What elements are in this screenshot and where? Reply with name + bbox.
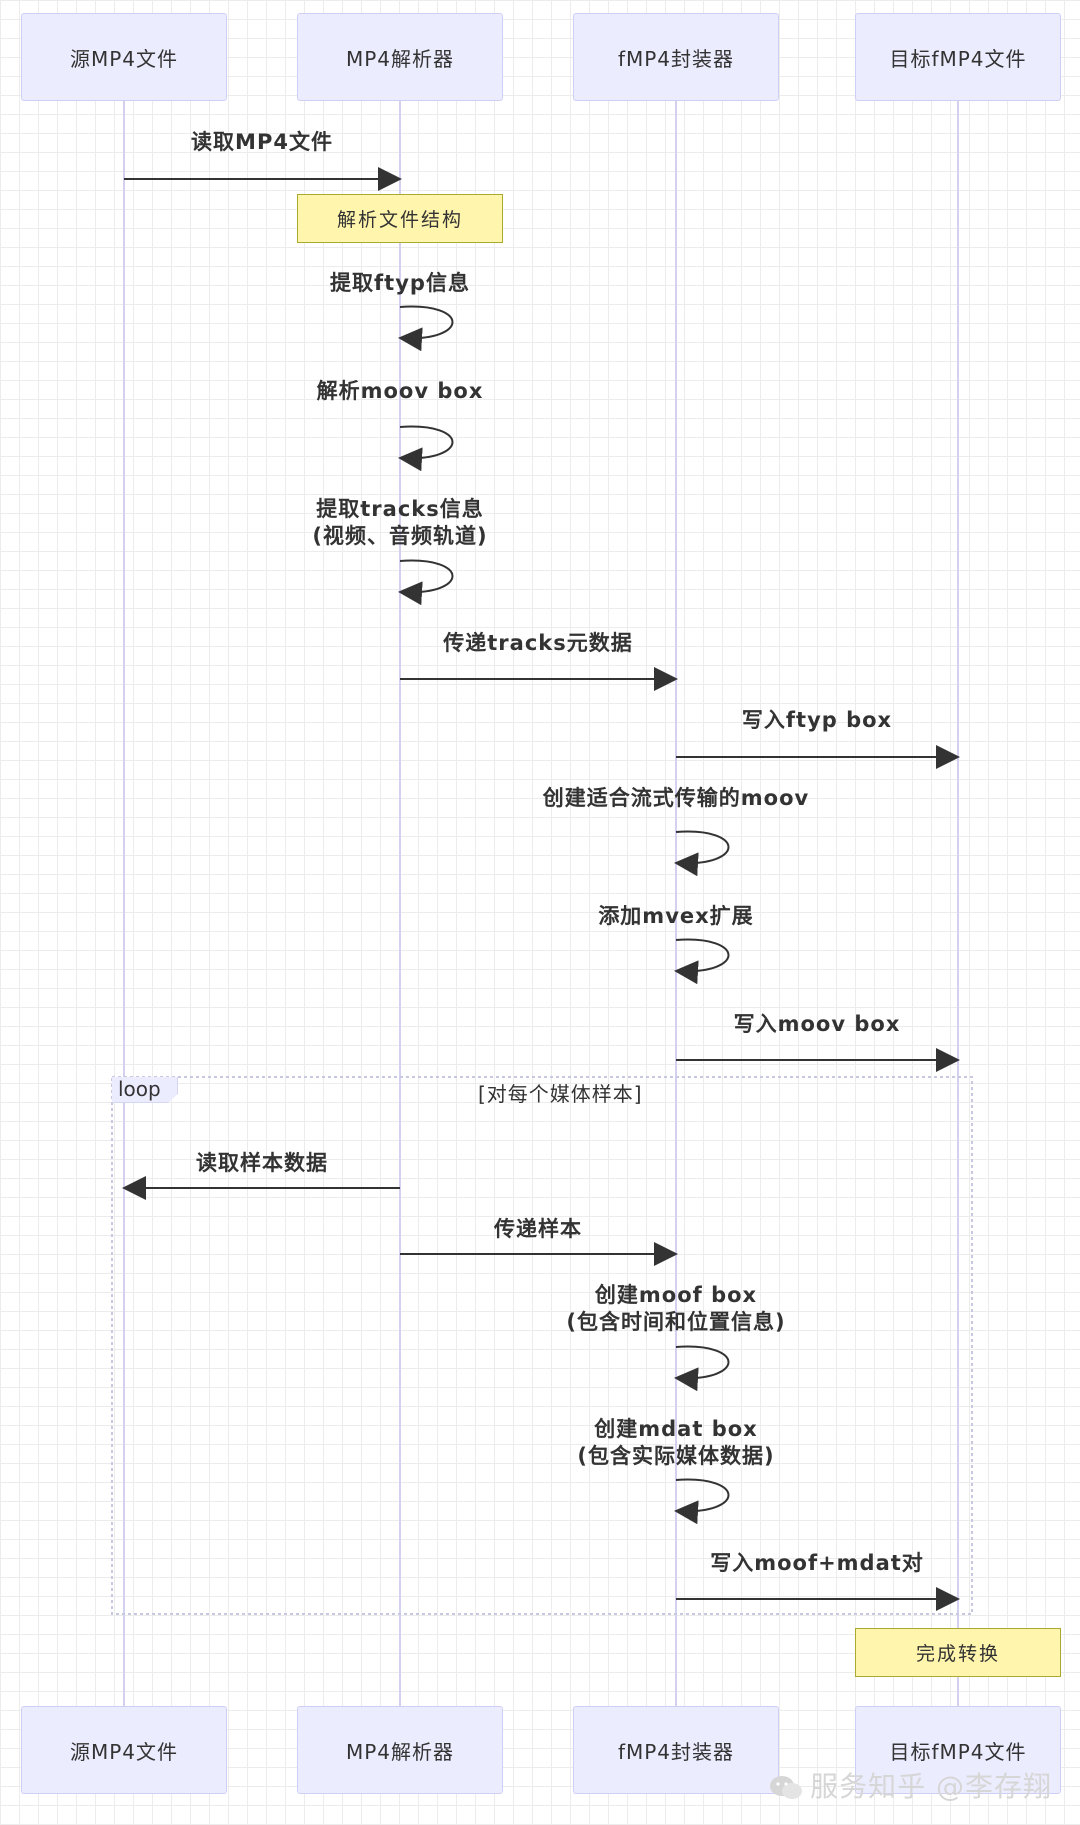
msg-label-write-ftyp: 写入ftyp box <box>741 708 893 732</box>
msg-label-write-pair: 写入moof+mdat对 <box>710 1551 924 1575</box>
self-arrow-create-moov <box>674 830 730 877</box>
msg-label-read-mp4: 读取MP4文件 <box>191 130 333 154</box>
note-finish: 完成转换 <box>855 1628 1061 1677</box>
msg-label-moof-detail: (包含时间和位置信息) <box>566 1310 786 1334</box>
loop-tag: loop <box>112 1077 178 1103</box>
msg-label-create-moov: 创建适合流式传输的moov <box>542 786 810 810</box>
msg-label-moov: 解析moov box <box>316 379 484 403</box>
msg-label-read-sample: 读取样本数据 <box>196 1151 328 1175</box>
watermark: 服务知乎 @李存翔 <box>768 1765 1052 1805</box>
actor-source-top: 源MP4文件 <box>21 13 227 101</box>
msg-label-tracks-detail: (视频、音频轨道) <box>312 524 488 548</box>
wechat-icon <box>770 1776 803 1799</box>
self-arrow-mdat <box>674 1478 730 1525</box>
actor-target-bottom: 目标fMP4文件 <box>855 1706 1061 1794</box>
actor-muxer-bottom: fMP4封装器 <box>573 1706 779 1794</box>
msg-label-mdat-detail: (包含实际媒体数据) <box>577 1444 775 1468</box>
actor-target-top: 目标fMP4文件 <box>855 13 1061 101</box>
self-arrow-ftyp <box>398 305 454 352</box>
actor-parser-top: MP4解析器 <box>297 13 503 101</box>
self-arrow-mvex <box>674 938 730 985</box>
watermark-text: 服务知乎 @李存翔 <box>810 1770 1052 1803</box>
self-arrow-moof <box>674 1345 730 1392</box>
loop-frame <box>111 1076 973 1615</box>
self-arrow-tracks <box>398 559 454 606</box>
msg-label-pass-sample: 传递样本 <box>494 1217 582 1241</box>
msg-label-ftyp: 提取ftyp信息 <box>330 271 470 295</box>
self-arrow-moov <box>398 425 454 472</box>
loop-condition: [对每个媒体样本] <box>478 1082 643 1106</box>
actor-muxer-top: fMP4封装器 <box>573 13 779 101</box>
msg-label-tracks: 提取tracks信息 <box>316 497 484 521</box>
msg-label-write-moov: 写入moov box <box>733 1012 901 1036</box>
msg-label-pass-tracks: 传递tracks元数据 <box>443 631 633 655</box>
actor-parser-bottom: MP4解析器 <box>297 1706 503 1794</box>
actor-source-bottom: 源MP4文件 <box>21 1706 227 1794</box>
msg-label-moof: 创建moof box <box>594 1283 758 1307</box>
msg-label-mdat: 创建mdat box <box>594 1417 758 1441</box>
msg-label-mvex: 添加mvex扩展 <box>598 904 754 928</box>
note-parse-structure: 解析文件结构 <box>297 194 503 243</box>
